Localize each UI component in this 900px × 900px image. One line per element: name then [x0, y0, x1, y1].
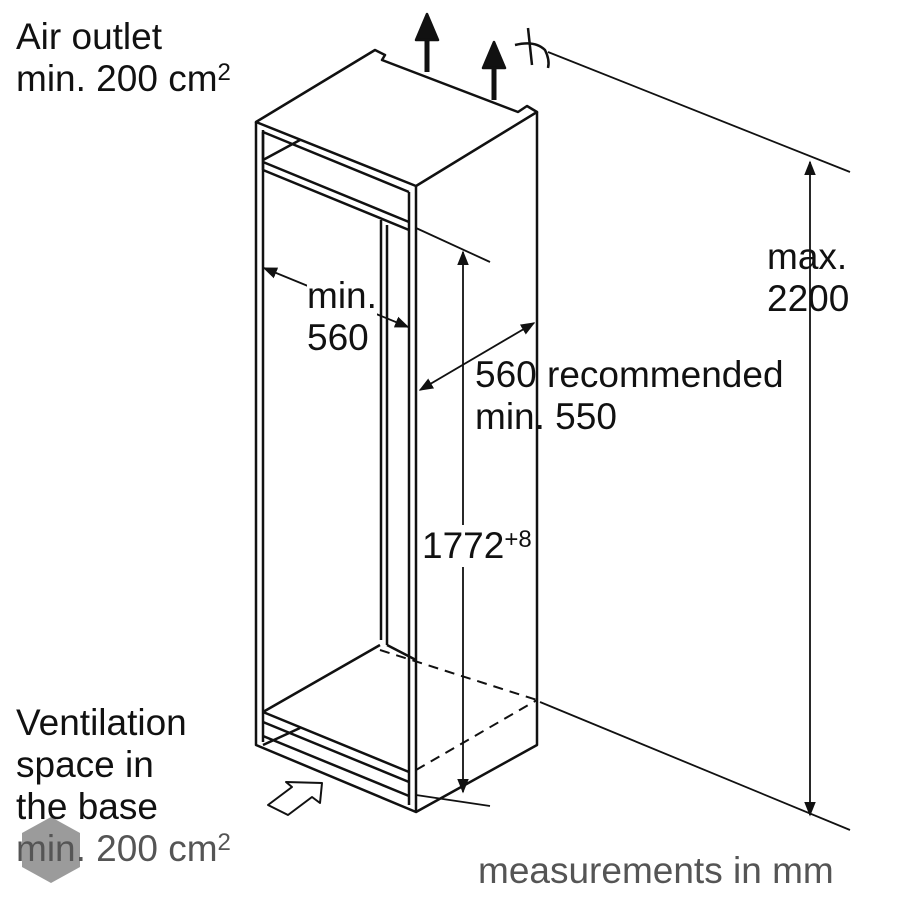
min-width-line1: min. — [307, 275, 377, 316]
niche-height-value: 1772 — [422, 525, 505, 566]
depth-line2: min. 550 — [475, 396, 617, 437]
min-width-line2: 560 — [307, 317, 369, 358]
air-outlet-label: Air outlet min. 200 cm2 — [16, 16, 231, 100]
air-outlet-line1: Air outlet — [16, 16, 163, 57]
niche-height-tolerance: +8 — [504, 526, 532, 553]
units-note: measurements in mm — [478, 850, 834, 891]
niche-height-label: 1772+8 — [422, 525, 532, 567]
ventilation-line4: min. 200 cm2 — [16, 828, 231, 870]
min-width-label: min. 560 — [307, 275, 377, 359]
cabinet-outline — [254, 48, 539, 814]
wall-break-symbol — [514, 27, 550, 69]
ventilation-line3: the base — [16, 786, 158, 827]
ventilation-text: min. 200 cm — [16, 828, 218, 869]
superscript: 2 — [217, 59, 231, 86]
max-line2: 2200 — [767, 278, 850, 319]
ventilation-line1: Ventilation — [16, 702, 187, 743]
superscript: 2 — [217, 829, 231, 856]
depth-label: 560 recommended min. 550 — [475, 354, 784, 438]
dimension-lines — [262, 51, 851, 831]
watermark-logo — [22, 817, 80, 883]
ventilation-label: Ventilation space in the base min. 200 c… — [16, 702, 231, 870]
air-outlet-text: min. 200 cm — [16, 58, 218, 99]
air-outlet-arrows — [414, 12, 507, 100]
air-outlet-line2: min. 200 cm2 — [16, 58, 231, 100]
depth-line1: 560 recommended — [475, 354, 784, 395]
ventilation-line2: space in — [16, 744, 154, 785]
max-line1: max. — [767, 236, 848, 277]
ventilation-inlet-arrow — [267, 781, 323, 816]
max-height-label: max. 2200 — [767, 236, 849, 320]
